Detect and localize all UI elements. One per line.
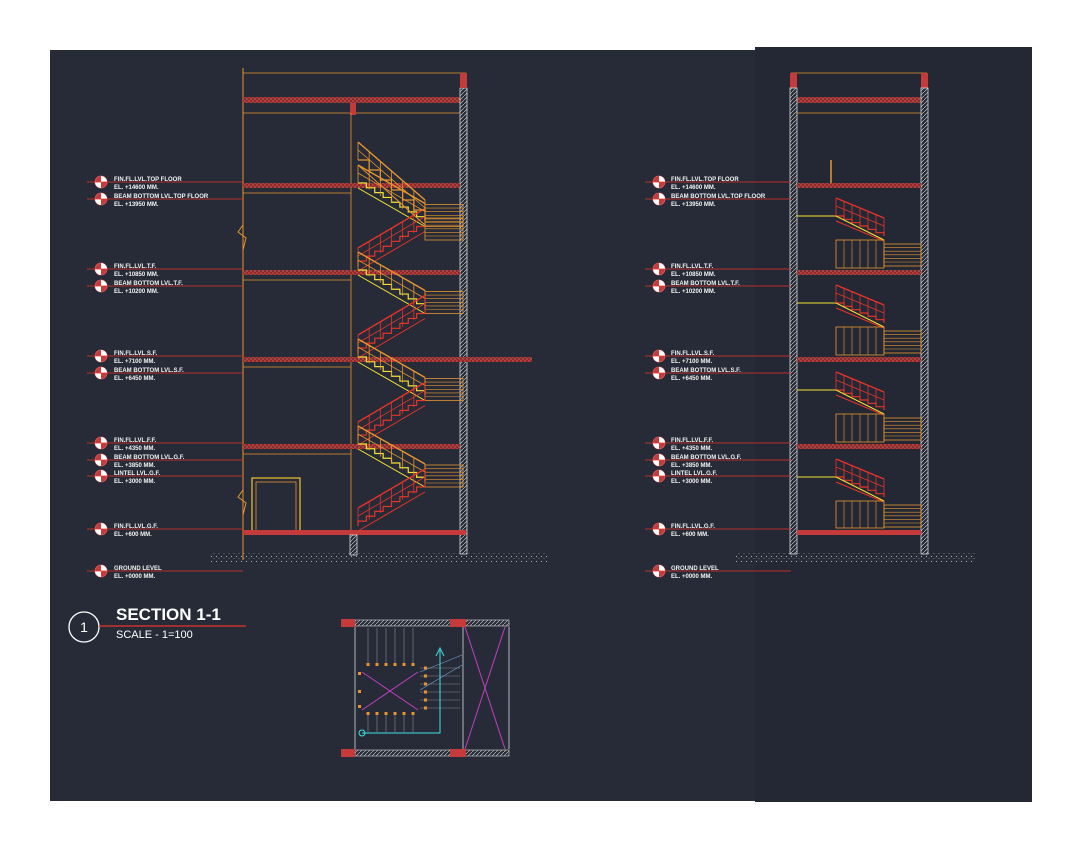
floor-slab bbox=[243, 357, 460, 362]
section-left bbox=[210, 68, 548, 562]
level-elevation: EL. +13950 MM. bbox=[671, 202, 716, 208]
level-label: FIN.FL.LVL.G.F. bbox=[114, 524, 158, 530]
ground-floor-slab bbox=[797, 530, 921, 535]
floor-slab bbox=[797, 444, 921, 449]
roof-slab bbox=[791, 97, 928, 103]
level-label: FIN.FL.LVL.F.F. bbox=[114, 438, 157, 444]
level-label: FIN.FL.LVL.TOP FLOOR bbox=[114, 177, 182, 183]
level-label: BEAM BOTTOM LVL.S.F. bbox=[114, 368, 184, 374]
level-label: FIN.FL.LVL.S.F. bbox=[671, 351, 715, 357]
landing-slab bbox=[460, 357, 532, 362]
level-elevation: EL. +600 MM. bbox=[114, 532, 152, 538]
level-label: LINTEL LVL.G.F. bbox=[671, 471, 717, 477]
level-elevation: EL. +3850 MM. bbox=[671, 463, 713, 469]
level-elevation: EL. +600 MM. bbox=[671, 532, 709, 538]
level-label: FIN.FL.LVL.TOP FLOOR bbox=[671, 177, 739, 183]
right-wall bbox=[920, 87, 929, 555]
sheet-left bbox=[50, 50, 755, 801]
level-elevation: EL. +10200 MM. bbox=[114, 289, 159, 295]
level-elevation: EL. +3850 MM. bbox=[114, 463, 156, 469]
level-elevation: EL. +4350 MM. bbox=[114, 446, 156, 452]
level-elevation: EL. +14600 MM. bbox=[114, 185, 159, 191]
level-elevation: EL. +3000 MM. bbox=[114, 479, 156, 485]
sheet-right bbox=[755, 47, 1032, 802]
level-elevation: EL. +10850 MM. bbox=[671, 272, 716, 278]
stair-plan bbox=[341, 619, 510, 757]
break-symbol bbox=[237, 224, 247, 251]
break-symbol bbox=[237, 489, 247, 516]
section-number-circle bbox=[68, 611, 100, 643]
level-label: BEAM BOTTOM LVL.TOP FLOOR bbox=[114, 194, 209, 200]
level-elevation: EL. +7100 MM. bbox=[671, 359, 713, 365]
level-elevation: EL. +10200 MM. bbox=[671, 289, 716, 295]
level-elevation: EL. +14600 MM. bbox=[671, 185, 716, 191]
section-number: 1 bbox=[80, 619, 88, 635]
floor-slab bbox=[797, 357, 921, 362]
level-label: FIN.FL.LVL.S.F. bbox=[114, 351, 158, 357]
right-wall bbox=[459, 87, 468, 555]
level-elevation: EL. +6450 MM. bbox=[671, 376, 713, 382]
level-label: FIN.FL.LVL.G.F. bbox=[671, 524, 715, 530]
level-label: GROUND LEVEL bbox=[671, 566, 719, 572]
level-elevation: EL. +0000 MM. bbox=[114, 574, 156, 580]
ground-floor-slab bbox=[243, 530, 466, 535]
level-elevation: EL. +13950 MM. bbox=[114, 202, 159, 208]
level-label: LINTEL LVL.G.F. bbox=[114, 471, 160, 477]
level-label: BEAM BOTTOM LVL.T.F. bbox=[114, 281, 183, 287]
floor-slab bbox=[243, 444, 460, 449]
level-markers-right: FIN.FL.LVL.TOP FLOOR EL. +14600 MM. BEAM B… bbox=[645, 175, 791, 580]
level-label: BEAM BOTTOM LVL.G.F. bbox=[671, 455, 742, 461]
section-scale: SCALE - 1=100 bbox=[116, 629, 193, 641]
level-label: FIN.FL.LVL.F.F. bbox=[671, 438, 714, 444]
level-label: BEAM BOTTOM LVL.G.F. bbox=[114, 455, 185, 461]
level-label: BEAM BOTTOM LVL.S.F. bbox=[671, 368, 741, 374]
section-right bbox=[735, 72, 975, 562]
level-elevation: EL. +4350 MM. bbox=[671, 446, 713, 452]
floor-slabs bbox=[797, 183, 921, 449]
level-label: FIN.FL.LVL.T.F. bbox=[114, 264, 157, 270]
level-label: FIN.FL.LVL.T.F. bbox=[671, 264, 714, 270]
floor-slabs bbox=[243, 183, 460, 455]
floor-slab bbox=[243, 183, 460, 188]
roof-slab bbox=[243, 97, 466, 103]
level-label: BEAM BOTTOM LVL.T.F. bbox=[671, 281, 740, 287]
floor-slab bbox=[797, 183, 921, 188]
level-elevation: EL. +0000 MM. bbox=[671, 574, 713, 580]
floor-slab bbox=[243, 270, 460, 275]
level-label: GROUND LEVEL bbox=[114, 566, 162, 572]
staircase bbox=[797, 197, 922, 529]
level-elevation: EL. +7100 MM. bbox=[114, 359, 156, 365]
level-elevation: EL. +3000 MM. bbox=[671, 479, 713, 485]
level-label: BEAM BOTTOM LVL.TOP FLOOR bbox=[671, 194, 766, 200]
staircase bbox=[357, 141, 464, 532]
level-markers-left: FIN.FL.LVL.TOP FLOOR EL. +14600 MM. BEAM B… bbox=[87, 175, 243, 580]
section-title: SECTION 1-1 bbox=[116, 605, 221, 624]
level-elevation: EL. +6450 MM. bbox=[114, 376, 156, 382]
left-wall bbox=[789, 87, 798, 555]
ground-strip bbox=[735, 553, 975, 562]
ground-strip bbox=[210, 553, 548, 562]
stair-flight bbox=[358, 159, 426, 220]
title-block: 1 SECTION 1-1 SCALE - 1=100 bbox=[68, 605, 246, 643]
floor-slab bbox=[797, 270, 921, 275]
level-elevation: EL. +10850 MM. bbox=[114, 272, 159, 278]
